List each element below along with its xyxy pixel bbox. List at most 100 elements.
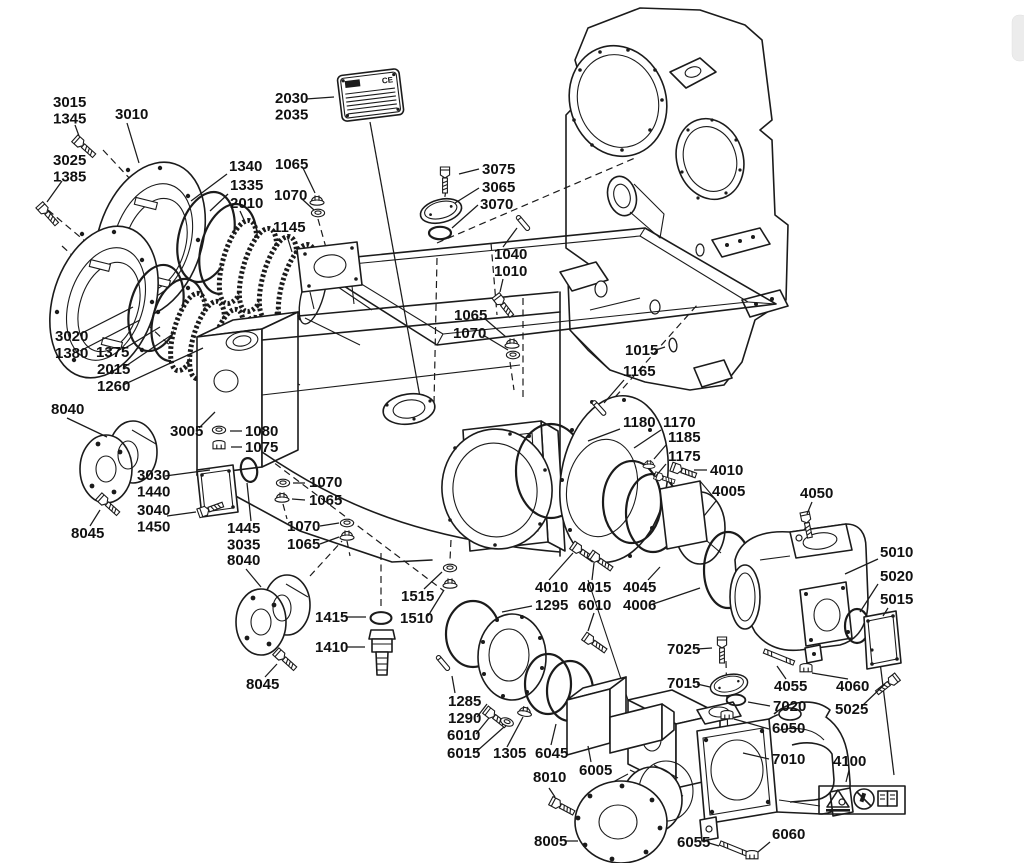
part-label-1290: 1290 (448, 710, 481, 727)
leader-line-1040 (502, 227, 518, 248)
leader-line-3030-1440 (164, 469, 211, 477)
part-label-3070: 3070 (480, 196, 513, 213)
leader-line-1175 (654, 463, 667, 478)
prohibition-circle-icon (853, 788, 875, 810)
leader-line-5010 (844, 558, 879, 575)
part-label-1070-mid: 1070 (453, 325, 486, 342)
part-label-1070-b: 1070 (287, 518, 320, 535)
leader-line-3020 (79, 306, 134, 335)
leader-line-2015 (122, 333, 174, 369)
part-label-3065: 3065 (482, 179, 515, 196)
part-label-1065-b: 1065 (287, 536, 320, 553)
part-label-1175: 1175 (668, 448, 701, 465)
part-label-6045: 6045 (535, 745, 568, 762)
washer-icon (310, 208, 326, 218)
leader-line-1015 (655, 346, 666, 351)
part-label-1295: 1295 (535, 597, 568, 614)
part-label-3075: 3075 (482, 161, 515, 178)
part-label-6060: 6060 (772, 826, 805, 843)
part-label-7020: 7020 (773, 698, 806, 715)
part-label-3020: 3020 (55, 328, 88, 345)
leader-line-1285 (451, 675, 456, 694)
leader-line-3065 (454, 187, 480, 204)
leader-line-7015 (696, 683, 711, 688)
leader-line-5020 (859, 583, 879, 613)
part-label-1065-top: 1065 (275, 156, 308, 173)
leader-line-4060 (811, 672, 849, 680)
part-label-6055: 6055 (677, 834, 710, 851)
screw-icon (716, 636, 728, 664)
part-label-1075: 1075 (245, 439, 278, 456)
plug-icon (274, 491, 290, 503)
part-label-1340: 1340 (229, 158, 262, 175)
part-label-1410: 1410 (315, 639, 348, 656)
assembly-axis-line (449, 539, 452, 561)
part-label-8005: 8005 (534, 833, 567, 850)
part-label-6050: 6050 (772, 720, 805, 737)
leader-line-1065-top (302, 167, 316, 194)
part-label-1380: 1380 (55, 345, 88, 362)
leader-line-8010 (548, 787, 556, 798)
leader-line-1165 (603, 379, 625, 404)
nut-icon (720, 710, 734, 720)
leader-line-3005 (198, 411, 216, 429)
leader-line-3015-1345 (74, 124, 80, 137)
screw-icon (439, 166, 451, 194)
scrollbar-thumb[interactable] (1011, 14, 1024, 62)
part-label-1065-a: 1065 (309, 492, 342, 509)
part-label-6010-top: 6010 (578, 597, 611, 614)
spacer-assembly (624, 472, 754, 610)
leader-line-5025 (861, 683, 886, 707)
screw-icon (873, 672, 901, 697)
part-label-8045-lower: 8045 (246, 676, 279, 693)
washer-icon (275, 478, 291, 488)
part-label-5025: 5025 (835, 701, 868, 718)
assembly-axis-line (309, 540, 343, 577)
leader-line-1510 (427, 589, 445, 617)
pin-icon (514, 214, 532, 232)
part-label-1080: 1080 (245, 423, 278, 440)
pin-icon (434, 654, 452, 672)
part-label-1040: 1040 (494, 246, 527, 263)
pointer-arrow-line (369, 121, 427, 421)
nut-icon (745, 850, 759, 860)
oval-cover-icon (707, 670, 751, 700)
washer-icon (211, 425, 227, 435)
assembly-axis-line (509, 361, 515, 391)
plug-icon (504, 337, 520, 349)
leader-line-1290 (476, 703, 488, 718)
leader-line-6015 (476, 726, 505, 752)
leader-line-3010 (126, 122, 140, 164)
part-label-1185: 1185 (668, 429, 701, 446)
leader-line-4045 (647, 566, 661, 581)
leader-line-1070-mid (482, 334, 509, 351)
part-label-1285: 1285 (448, 693, 481, 710)
discharge-flange (574, 760, 694, 863)
gear-housing-casting (559, 7, 789, 391)
part-label-4010-bottom: 4010 (535, 579, 568, 596)
nameplate: CE (336, 68, 405, 122)
part-label-1070-top: 1070 (274, 187, 307, 204)
part-label-4050: 4050 (800, 485, 833, 502)
leader-line-1295 (501, 605, 533, 613)
leader-line-3040-1450 (166, 511, 197, 517)
leader-line-5015 (882, 607, 889, 617)
warning-label (818, 785, 906, 815)
part-label-4015: 4015 (578, 579, 611, 596)
coupling-lower (235, 574, 311, 656)
leader-line-4055 (776, 665, 787, 680)
leader-line-1185 (653, 444, 667, 460)
part-label-1015: 1015 (625, 342, 658, 359)
leader-line-1170 (633, 429, 662, 449)
leader-line-6010-top (587, 612, 595, 632)
leader-line-3075 (458, 168, 480, 175)
main-housing (196, 227, 777, 789)
part-label-1170: 1170 (663, 414, 696, 431)
leader-line-1380 (79, 319, 141, 352)
part-label-3010: 3010 (115, 106, 148, 123)
